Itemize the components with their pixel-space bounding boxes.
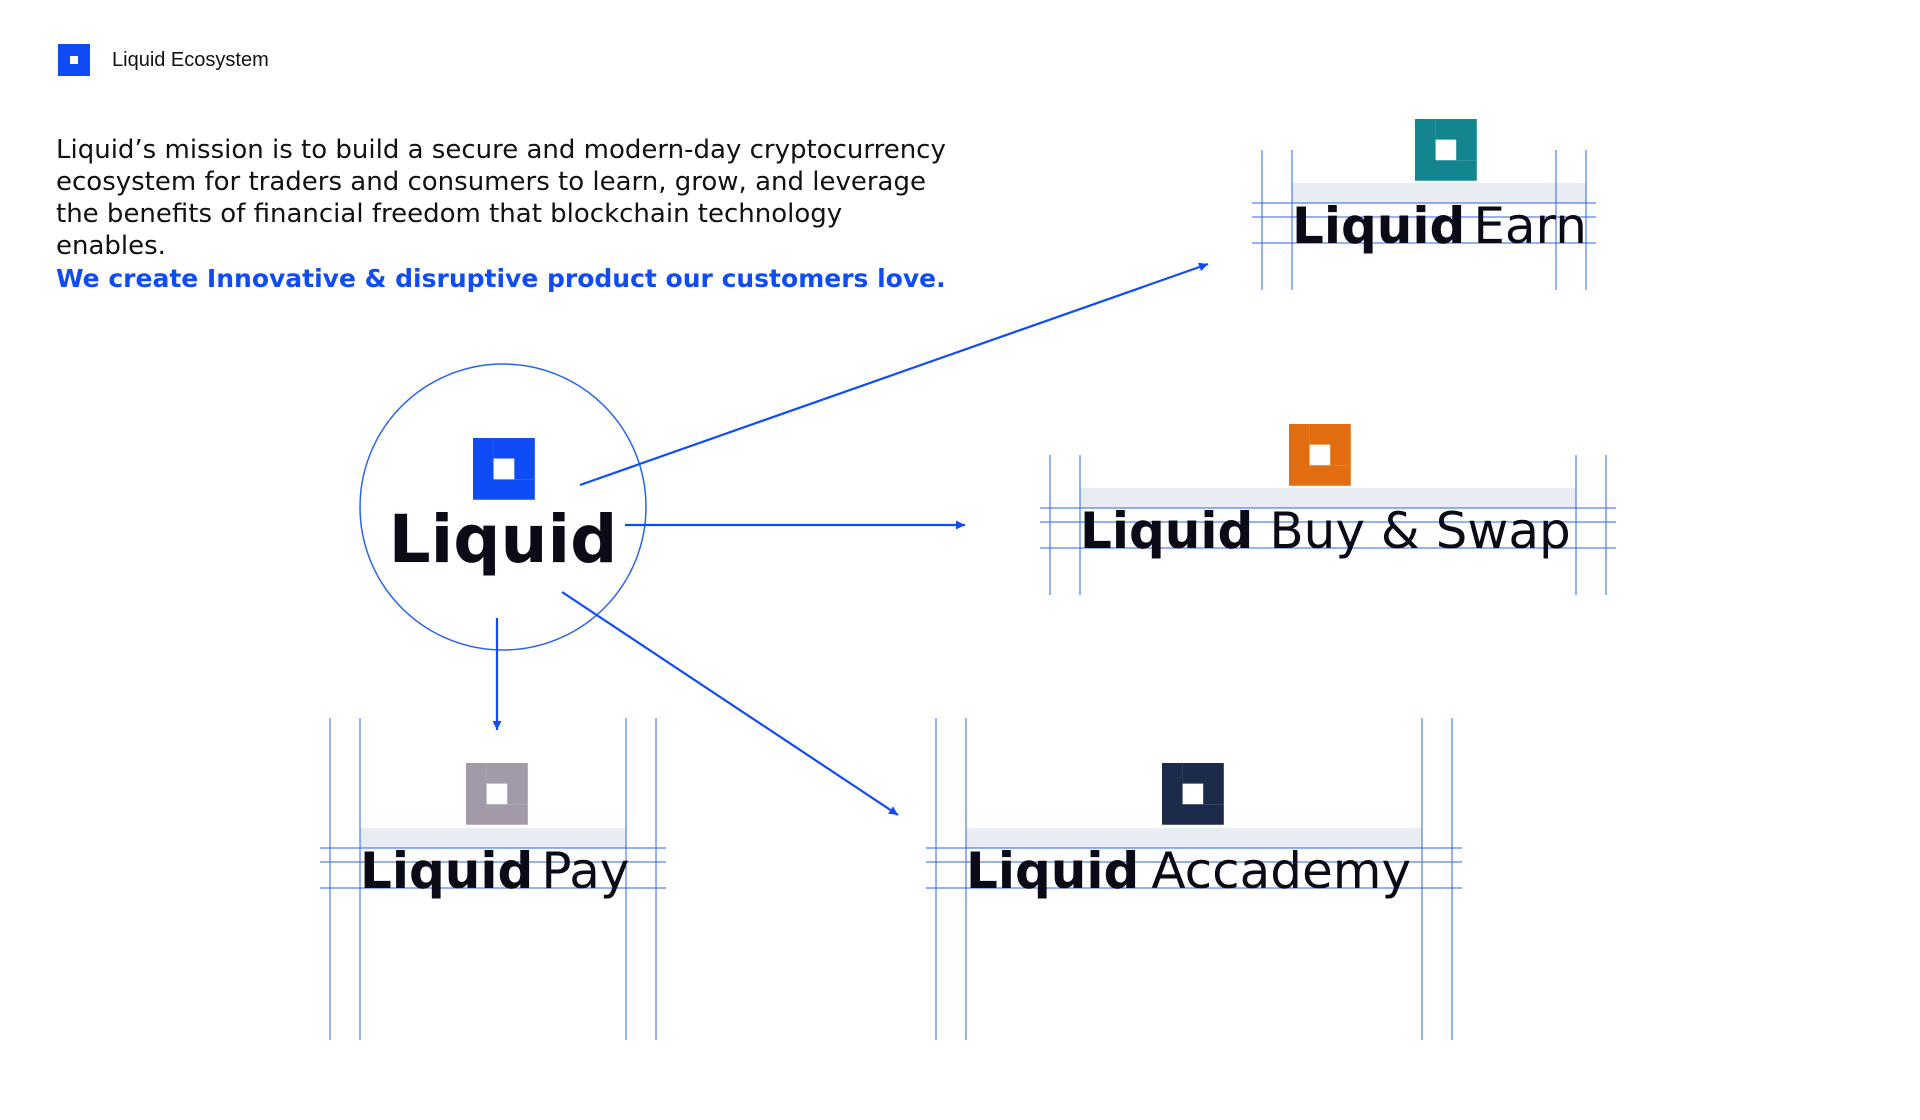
earn-product: Earn [1473, 197, 1587, 255]
swap-product: Buy & Swap [1269, 502, 1570, 560]
product-swap: Liquid Buy & Swap [1040, 424, 1616, 595]
academy-guides [926, 718, 1462, 1040]
academy-logo-icon [1162, 763, 1224, 825]
academy-brand: Liquid [966, 842, 1139, 900]
pay-logo-icon [466, 763, 528, 825]
swap-guides [1040, 455, 1616, 595]
swap-brand: Liquid [1080, 502, 1253, 560]
arrow-to-academy [561, 591, 899, 816]
academy-product: Accademy [1151, 842, 1411, 900]
earn-guides [1252, 150, 1596, 290]
hub-node: Liquid [359, 363, 647, 651]
header: Liquid Ecosystem [54, 40, 269, 80]
arrow-to-earn [579, 262, 1209, 487]
hub-wordmark: Liquid [389, 501, 618, 578]
earn-brand: Liquid [1292, 197, 1465, 255]
liquid-mark-icon [58, 44, 90, 76]
hub-circle [359, 363, 647, 651]
mission-statement: Liquid’s mission is to build a secure an… [56, 135, 946, 261]
pay-product: Pay [541, 842, 629, 900]
tagline: We create Innovative & disruptive produc… [56, 264, 946, 293]
header-logo-mark [58, 44, 90, 76]
connector-arrows [492, 262, 1209, 816]
earn-logo-icon [1415, 119, 1477, 181]
hub-logo-icon [473, 438, 535, 500]
swap-wordmark: Liquid Buy & Swap [1080, 502, 1571, 560]
pay-guides [320, 718, 666, 1040]
swap-logo-icon [1289, 424, 1351, 486]
header-title: Liquid Ecosystem [112, 48, 269, 71]
pay-brand: Liquid [360, 842, 533, 900]
